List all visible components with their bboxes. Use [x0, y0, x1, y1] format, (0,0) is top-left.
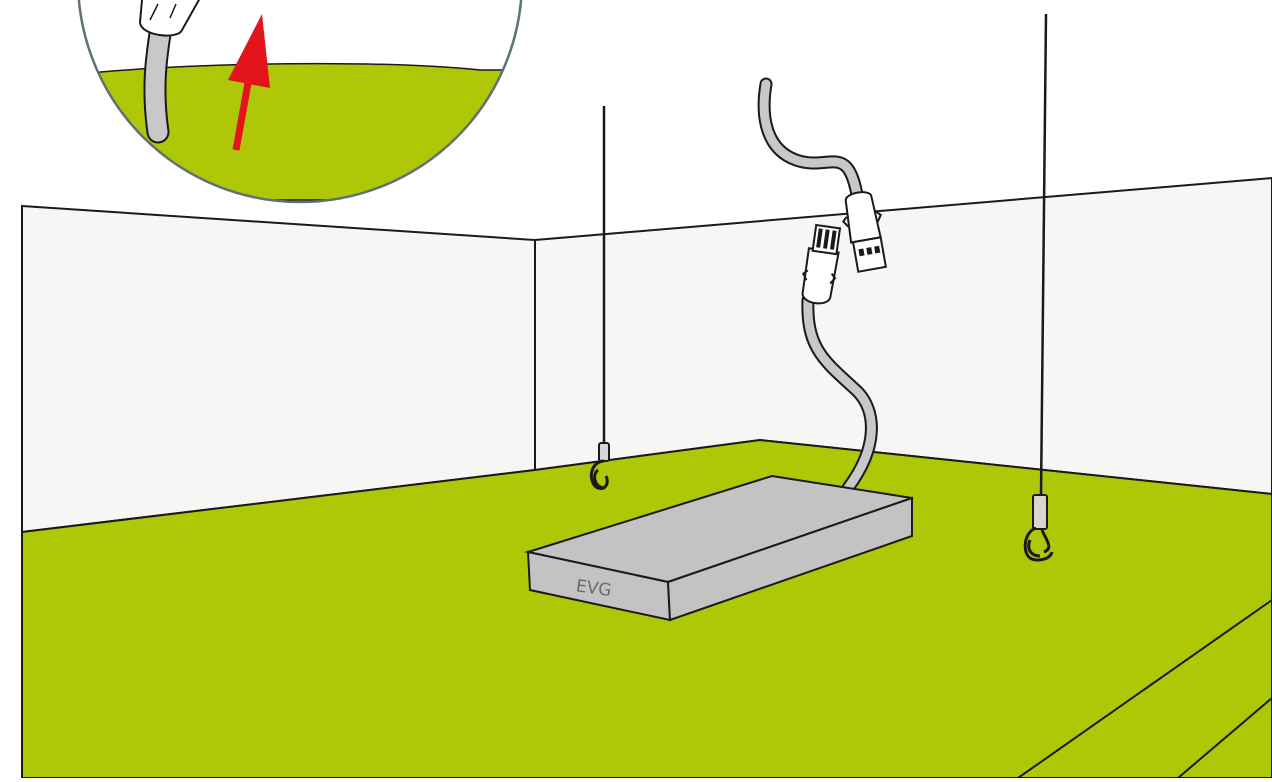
female-connector-socket — [842, 191, 888, 273]
wire-hook-right — [1023, 526, 1054, 562]
room-walls — [21, 176, 1272, 534]
inset-border — [77, 0, 523, 204]
ballast-label: EVG — [575, 576, 613, 601]
panel-edge-line — [1017, 599, 1272, 779]
panel-edge-line-lower — [1177, 697, 1272, 779]
detail-inset — [77, 0, 523, 204]
ballast-box: EVG — [524, 474, 913, 622]
wire-hook-left — [589, 459, 609, 491]
suspension-wire-right — [1023, 13, 1054, 562]
ballast-side-face — [666, 496, 913, 622]
wire-gripper-left — [598, 442, 610, 462]
upward-arrow-icon — [228, 14, 270, 151]
suspension-wire-left — [589, 106, 610, 491]
wire-gripper-right — [1032, 494, 1048, 530]
back-wall — [534, 176, 1272, 496]
male-connector-plug — [801, 223, 842, 305]
ballast-cable — [801, 293, 878, 495]
mains-cable — [757, 77, 865, 207]
